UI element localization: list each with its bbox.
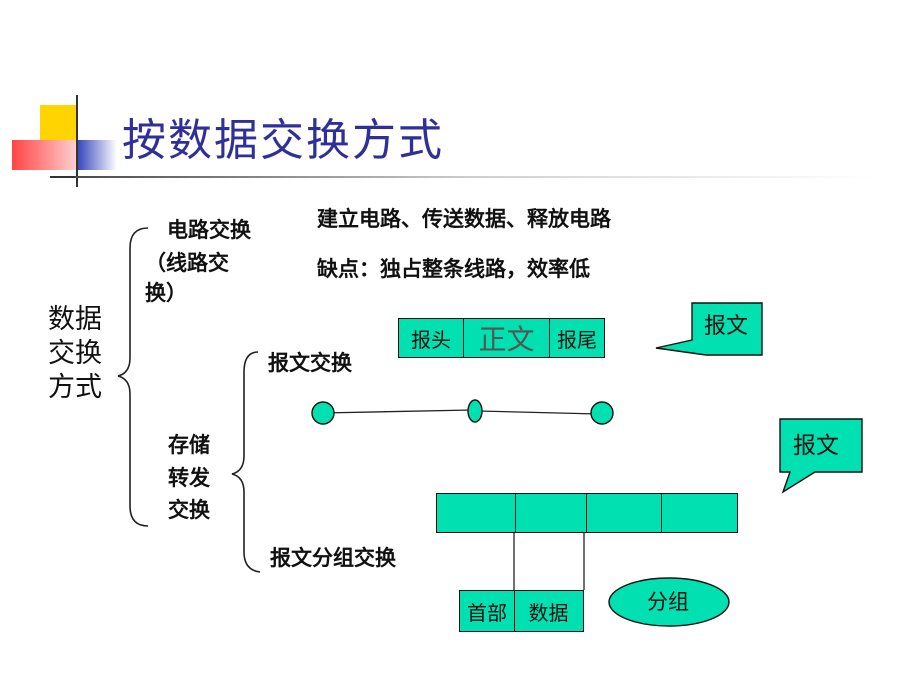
root-label: 数据 交换 方式 (48, 303, 102, 404)
packet-strip-cell (514, 493, 588, 533)
packet-header-cell: 首部 (459, 590, 515, 632)
packet-strip-cell (586, 493, 662, 533)
circuit-label-line3: 换） (145, 281, 187, 305)
node-2 (467, 399, 483, 423)
circuit-drawback: 缺点：独占整条线路，效率低 (317, 257, 590, 281)
diagram-panel (30, 190, 875, 650)
packet-ellipse-label: 分组 (647, 590, 689, 614)
title-underline (75, 176, 875, 178)
store-forward-label: 存储 转发 交换 (168, 429, 210, 527)
circuit-description: 建立电路、传送数据、释放电路 (317, 207, 611, 231)
slide-logo (0, 95, 120, 190)
packet-strip-cell (660, 493, 738, 533)
root-label-line1: 数据 (48, 304, 102, 335)
packet-switching-label: 报文分组交换 (270, 546, 396, 570)
packet-fields: 首部 数据 (459, 590, 584, 632)
message-body-cell: 正文 (462, 318, 551, 358)
message-header-cell: 报头 (398, 318, 464, 358)
store-forward-line3: 交换 (168, 498, 210, 523)
root-label-line2: 交换 (48, 337, 102, 369)
circuit-label-line1: 电路交换 (167, 218, 251, 242)
logo-yellow-square (40, 105, 78, 141)
packet-data-cell: 数据 (513, 590, 584, 632)
root-brace (117, 227, 149, 527)
logo-vertical-line (76, 95, 78, 187)
node-1 (311, 401, 335, 425)
path-line-2 (477, 410, 599, 415)
callout-packet-text: 报文 (793, 433, 839, 459)
callout-message-shape (655, 302, 763, 356)
store-forward-line2: 转发 (168, 465, 210, 490)
store-forward-brace (231, 351, 261, 573)
root-label-line3: 方式 (48, 371, 102, 403)
packet-strip (436, 493, 738, 533)
packet-ellipse (608, 577, 730, 627)
store-forward-line1: 存储 (168, 433, 210, 457)
node-3 (590, 401, 614, 425)
message-trailer-cell: 报尾 (549, 318, 605, 358)
message-switching-label: 报文交换 (268, 351, 352, 375)
slide-title: 按数据交换方式 (122, 115, 444, 166)
logo-red-bar (12, 140, 77, 170)
packet-strip-cell (436, 493, 516, 533)
callout-message-text: 报文 (704, 314, 749, 339)
logo-blue-square (77, 140, 117, 170)
path-line-1 (321, 409, 473, 414)
message-fields: 报头 正文 报尾 (398, 318, 606, 358)
circuit-label-line2: （线路交 (145, 251, 229, 275)
callout-packet-shape (779, 418, 863, 494)
